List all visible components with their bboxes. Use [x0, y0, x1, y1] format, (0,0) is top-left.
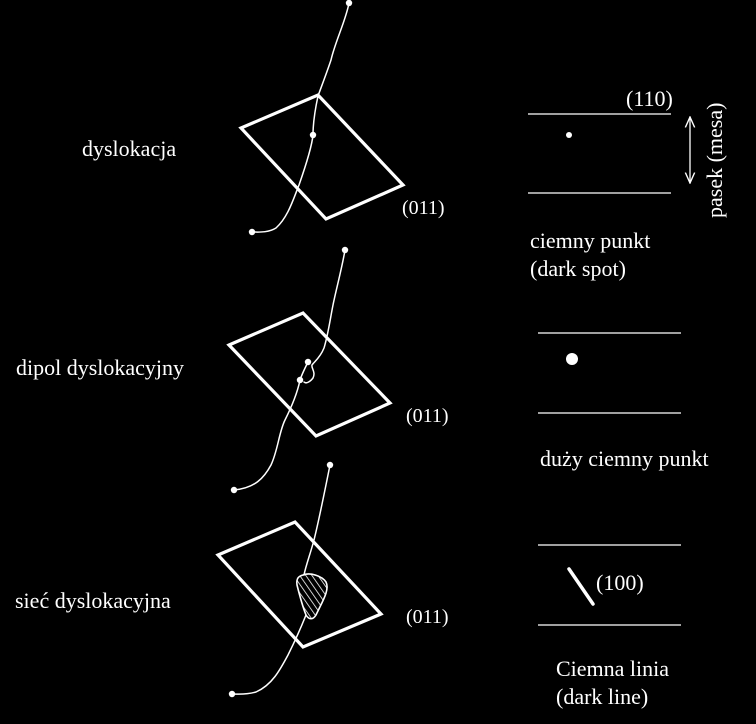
large-dark-spot-panel: duży ciemny punkt [538, 332, 709, 471]
dislocation-end-point [341, 246, 349, 254]
dislocation-end-point [228, 690, 236, 698]
dipole-row: dipol dyslokacyjny (011) [16, 246, 449, 494]
large-dark-spot-label: duży ciemny punkt [540, 446, 709, 471]
dislocation-end-point [230, 486, 238, 494]
dislocation-row: dyslokacja (011) [82, 0, 445, 236]
plane-label: (011) [406, 606, 449, 628]
plane-label: (011) [406, 405, 449, 427]
dark-spot-label: ciemny punkt [530, 228, 650, 253]
large-dark-spot-marker [566, 353, 578, 365]
dislocation-line [303, 249, 346, 384]
dislocation-line [233, 361, 309, 491]
dark-line-direction-label: (100) [596, 570, 644, 595]
dark-spot-label-en: (dark spot) [530, 256, 626, 281]
dislocation-end-point [345, 0, 353, 7]
network-label: sieć dyslokacyjna [15, 588, 171, 613]
dark-line-marker [567, 567, 595, 606]
dislocation-network-loop [296, 573, 328, 620]
slip-plane-011 [238, 93, 406, 221]
dark-line-panel: (100) Ciemna linia (dark line) [538, 544, 681, 709]
dark-line-label-en: (dark line) [556, 684, 648, 709]
dipole-point [296, 376, 304, 384]
dark-spot-panel: (110) pasek (mesa) ciemny punkt (dark sp… [528, 86, 727, 281]
stripe-label: pasek (mesa) [702, 103, 727, 218]
dipole-point [304, 358, 312, 366]
top-plane-label: (110) [626, 86, 673, 111]
dislocation-intersection-point [309, 131, 317, 139]
dislocation-line [231, 614, 307, 695]
dislocation-line [303, 464, 331, 576]
slip-plane-011 [215, 520, 384, 649]
plane-label: (011) [402, 197, 445, 219]
dipole-label: dipol dyslokacyjny [16, 355, 184, 380]
slip-plane-011 [226, 311, 393, 438]
dark-line-label: Ciemna linia [556, 656, 669, 681]
dislocation-end-point [248, 228, 256, 236]
dislocation-label: dyslokacja [82, 136, 176, 161]
dark-spot-marker [566, 132, 572, 138]
network-row: sieć dyslokacyjna (011) [15, 461, 449, 698]
dislocation-end-point [326, 461, 334, 469]
